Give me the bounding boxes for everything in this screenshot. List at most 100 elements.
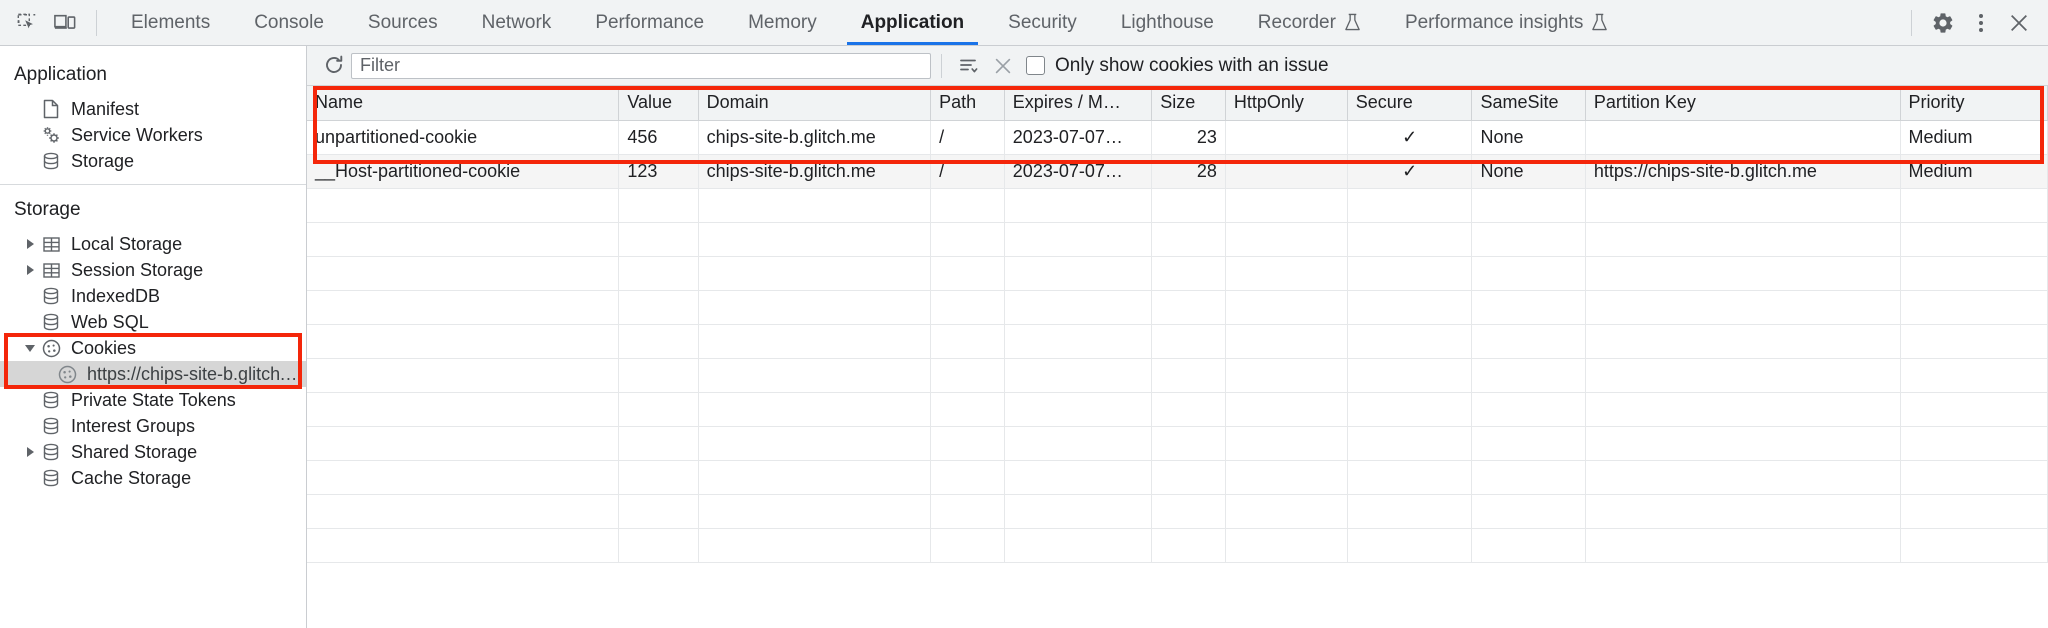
tab-label: Network	[481, 11, 552, 33]
empty-row	[307, 392, 2048, 427]
cell-samesite[interactable]: None	[1471, 154, 1586, 189]
cell-secure[interactable]: ✓	[1347, 154, 1473, 189]
sidebar-item-private-state-tokens[interactable]: Private State Tokens	[0, 387, 306, 413]
column-header-priority[interactable]: Priority	[1900, 86, 2048, 121]
cell-size[interactable]: 28	[1151, 154, 1226, 189]
database-icon	[40, 311, 62, 333]
cell-name[interactable]: __Host-partitioned-cookie	[307, 154, 620, 189]
sidebar-item-storage[interactable]: Storage	[0, 148, 306, 174]
panel-tabs: Elements Console Sources Network Perform…	[109, 0, 1630, 45]
cell-expires[interactable]: 2023-07-07…	[1004, 154, 1153, 189]
sidebar-item-label: Storage	[71, 150, 135, 171]
tab-console[interactable]: Console	[232, 0, 346, 45]
cell-path[interactable]: /	[930, 120, 1005, 155]
table-row[interactable]: __Host-partitioned-cookie 123 chips-site…	[307, 154, 2048, 189]
column-header-domain[interactable]: Domain	[698, 86, 932, 121]
sidebar-item-label: Cookies	[71, 337, 137, 358]
cell-value[interactable]: 456	[618, 120, 699, 155]
cookies-table-body: unpartitioned-cookie 456 chips-site-b.gl…	[307, 120, 2048, 563]
clear-all-icon[interactable]	[986, 49, 1020, 83]
kebab-menu-icon[interactable]	[1962, 4, 2000, 42]
tab-performance[interactable]: Performance	[573, 0, 726, 45]
table-grid-icon	[40, 259, 62, 281]
chevron-right-icon[interactable]	[22, 444, 38, 460]
tab-sources[interactable]: Sources	[346, 0, 460, 45]
sidebar-item-interest-groups[interactable]: Interest Groups	[0, 413, 306, 439]
cell-secure[interactable]: ✓	[1347, 120, 1473, 155]
column-header-expires[interactable]: Expires / M…	[1004, 86, 1153, 121]
cell-httponly[interactable]	[1225, 120, 1348, 155]
sidebar-item-local-storage[interactable]: Local Storage	[0, 231, 306, 257]
sidebar-item-shared-storage[interactable]: Shared Storage	[0, 439, 306, 465]
cookies-table: Name Value Domain Path Expires / M… Size…	[307, 86, 2048, 563]
chevron-down-icon[interactable]	[22, 340, 38, 356]
cell-partition-key[interactable]: https://chips-site-b.glitch.me	[1585, 154, 1901, 189]
column-header-partition-key[interactable]: Partition Key	[1585, 86, 1901, 121]
tab-elements[interactable]: Elements	[109, 0, 232, 45]
sidebar-item-label: Cache Storage	[71, 467, 192, 488]
tab-recorder[interactable]: Recorder	[1236, 0, 1383, 45]
cell-value[interactable]: 123	[618, 154, 699, 189]
experiment-flask-icon	[1591, 13, 1608, 32]
devtools-main-toolbar: Elements Console Sources Network Perform…	[0, 0, 2048, 46]
column-header-path[interactable]: Path	[930, 86, 1005, 121]
empty-row	[307, 188, 2048, 223]
refresh-icon[interactable]	[317, 49, 351, 83]
sidebar-item-session-storage[interactable]: Session Storage	[0, 257, 306, 283]
database-icon	[40, 467, 62, 489]
tab-network[interactable]: Network	[460, 0, 574, 45]
tab-memory[interactable]: Memory	[726, 0, 839, 45]
cell-name[interactable]: unpartitioned-cookie	[307, 120, 620, 155]
tab-label: Application	[860, 11, 965, 33]
database-icon	[40, 285, 62, 307]
checkbox-box[interactable]	[1026, 56, 1045, 75]
sidebar-item-service-workers[interactable]: Service Workers	[0, 122, 306, 148]
tab-security[interactable]: Security	[986, 0, 1099, 45]
cell-size[interactable]: 23	[1151, 120, 1226, 155]
clear-filters-icon[interactable]	[952, 49, 986, 83]
column-header-size[interactable]: Size	[1151, 86, 1226, 121]
sidebar-item-manifest[interactable]: Manifest	[0, 96, 306, 122]
chevron-right-icon[interactable]	[22, 236, 38, 252]
sidebar-item-web-sql[interactable]: Web SQL	[0, 309, 306, 335]
sidebar-item-indexeddb[interactable]: IndexedDB	[0, 283, 306, 309]
column-header-value[interactable]: Value	[618, 86, 699, 121]
cell-partition-key[interactable]	[1585, 120, 1901, 155]
cell-path[interactable]: /	[930, 154, 1005, 189]
inspect-element-icon[interactable]	[8, 4, 46, 42]
cookies-filter-toolbar: Only show cookies with an issue	[307, 46, 2048, 86]
cell-samesite[interactable]: None	[1471, 120, 1586, 155]
sidebar-item-label: IndexedDB	[71, 285, 161, 306]
column-header-httponly[interactable]: HttpOnly	[1225, 86, 1348, 121]
sidebar-item-label: Session Storage	[71, 259, 204, 280]
cell-httponly[interactable]	[1225, 154, 1348, 189]
column-header-secure[interactable]: Secure	[1347, 86, 1473, 121]
sidebar-item-cookie-origin[interactable]: https://chips-site-b.glitch.me	[0, 361, 306, 387]
only-issues-checkbox[interactable]: Only show cookies with an issue	[1026, 55, 1329, 77]
column-header-name[interactable]: Name	[307, 86, 620, 121]
cell-domain[interactable]: chips-site-b.glitch.me	[698, 154, 932, 189]
device-toolbar-icon[interactable]	[46, 4, 84, 42]
table-row[interactable]: unpartitioned-cookie 456 chips-site-b.gl…	[307, 120, 2048, 155]
cookie-icon	[40, 337, 62, 359]
sidebar-group-application: Application Manifest	[0, 50, 306, 184]
cell-priority[interactable]: Medium	[1900, 120, 2048, 155]
filter-input[interactable]	[351, 52, 931, 79]
sidebar-item-label: https://chips-site-b.glitch.me	[87, 363, 306, 384]
chevron-right-icon[interactable]	[22, 262, 38, 278]
cell-domain[interactable]: chips-site-b.glitch.me	[698, 120, 932, 155]
gear-icon[interactable]	[1924, 4, 1962, 42]
toolbar-divider-right	[1911, 9, 1912, 36]
close-icon[interactable]	[2000, 4, 2038, 42]
tab-application[interactable]: Application	[839, 0, 986, 45]
sidebar-item-cookies[interactable]: Cookies	[0, 335, 306, 361]
sidebar-item-label: Web SQL	[71, 311, 149, 332]
tab-lighthouse[interactable]: Lighthouse	[1099, 0, 1236, 45]
application-sidebar: Application Manifest	[0, 46, 307, 628]
tab-performance-insights[interactable]: Performance insights	[1383, 0, 1630, 45]
cell-expires[interactable]: 2023-07-07…	[1004, 120, 1153, 155]
sidebar-item-cache-storage[interactable]: Cache Storage	[0, 465, 306, 491]
tab-label: Recorder	[1257, 11, 1336, 33]
column-header-samesite[interactable]: SameSite	[1471, 86, 1586, 121]
cell-priority[interactable]: Medium	[1900, 154, 2048, 189]
